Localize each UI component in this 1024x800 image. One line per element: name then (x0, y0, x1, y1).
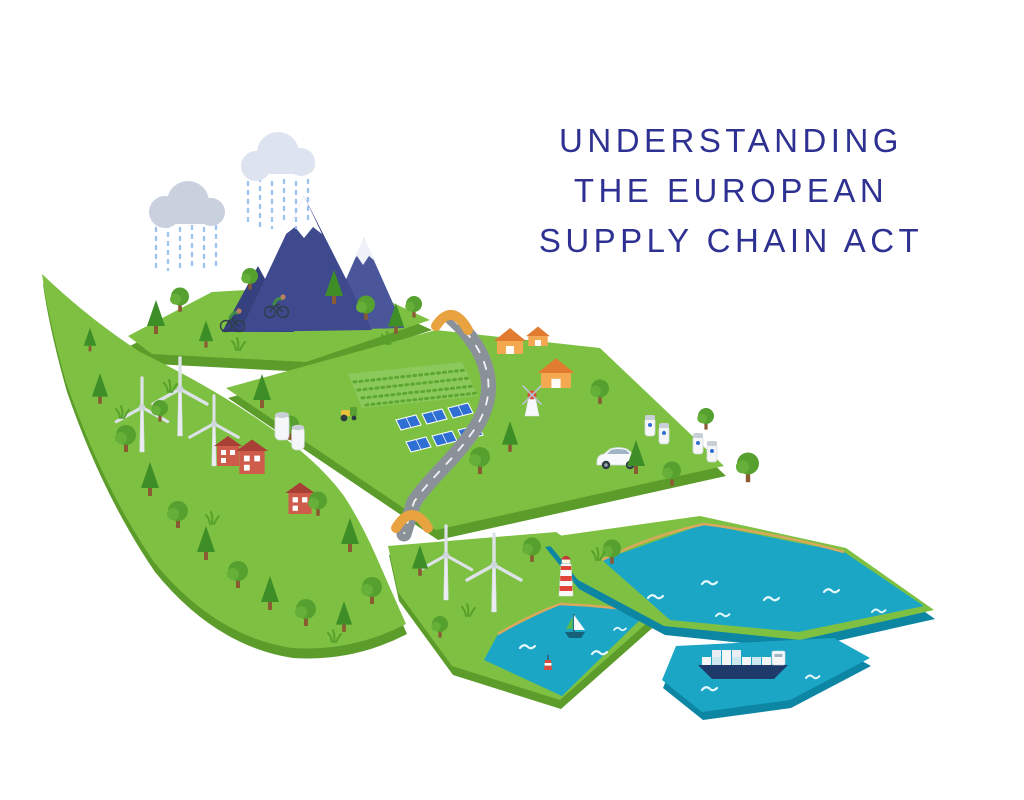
title-line-2: THE EUROPEAN (573, 172, 889, 210)
rain-cloud-left (149, 181, 225, 228)
winding-road (396, 310, 496, 542)
charging-station-icon (692, 432, 704, 455)
tree-icon (697, 408, 714, 430)
snow-capped-mountain (222, 196, 404, 332)
lighthouse (558, 555, 574, 597)
charging-station-icon (644, 414, 656, 437)
house-icon (494, 328, 526, 354)
page-title: UNDERSTANDING THE EUROPEAN SUPPLY CHAIN … (492, 116, 970, 266)
charging-station-icon (706, 440, 718, 463)
electric-car (596, 447, 640, 470)
silo-icon (291, 424, 305, 451)
bridge-icon (431, 310, 473, 335)
bridge-icon (391, 510, 433, 533)
sailboat (565, 614, 585, 638)
sea-shoreline (601, 522, 845, 562)
windmill (522, 385, 542, 417)
rain (154, 176, 310, 274)
charging-station-icon (658, 422, 670, 445)
tree-icon (735, 452, 759, 483)
pond (484, 604, 648, 696)
crop-field (348, 362, 479, 408)
title-line-1: UNDERSTANDING (559, 122, 903, 159)
silo-icon (274, 411, 290, 441)
title-line-3: SUPPLY CHAIN ACT (538, 222, 924, 260)
tractor (340, 407, 357, 422)
rain-cloud-right (241, 132, 315, 181)
sea-panel-upper (544, 516, 935, 649)
cargo-ship (698, 650, 788, 679)
buoy (544, 655, 552, 670)
sea-water (602, 524, 924, 632)
house-icon (526, 326, 550, 346)
